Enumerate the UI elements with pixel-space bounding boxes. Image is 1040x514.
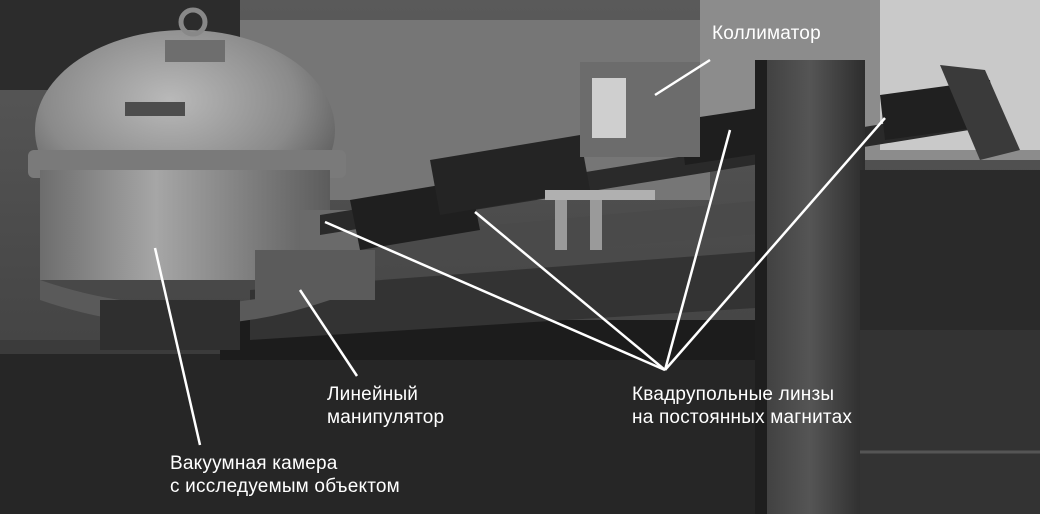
lifting-eye [178, 7, 208, 37]
pillar-side [755, 60, 767, 514]
end-bracket [940, 65, 1020, 160]
collimator-plate [592, 78, 626, 138]
leader-quad-3 [663, 129, 732, 371]
label-linear-manipulator: Линейный манипулятор [327, 383, 444, 429]
chamber-neck [165, 40, 225, 62]
leader-collimator [654, 58, 711, 97]
leader-quad-2 [474, 211, 666, 371]
chamber-port [125, 102, 185, 116]
right-floor [860, 330, 1040, 514]
right-cabinet [860, 170, 1040, 330]
label-collimator: Коллиматор [712, 23, 821, 44]
collimator-stand-right [590, 195, 602, 250]
label-linear-manipulator-line-1: Линейный [327, 384, 419, 405]
label-vacuum-chamber: Вакуумная камера с исследуемым объектом [170, 452, 400, 498]
steel-pillar [755, 60, 865, 514]
leader-manipulator [298, 289, 359, 377]
leader-lines [153, 58, 886, 446]
chamber-support [100, 300, 240, 350]
leader-chamber [153, 247, 202, 446]
collimator-base [545, 190, 655, 200]
label-vacuum-chamber-line-1: Вакуумная камера [170, 453, 338, 474]
label-quadrupole-lenses-line-1: Квадрупольные линзы [632, 384, 835, 405]
label-vacuum-chamber-line-2: с исследуемым объектом [170, 476, 400, 497]
label-linear-manipulator-line-2: манипулятор [327, 407, 445, 428]
leader-quad-1 [324, 220, 666, 372]
collimator-stand-left [555, 195, 567, 250]
label-quadrupole-lenses-line-2: на постоянных магнитах [632, 407, 853, 428]
leader-quad-4 [664, 117, 886, 371]
manipulator-box [255, 250, 375, 300]
label-quadrupole-lenses: Квадрупольные линзы на постоянных магнит… [632, 383, 852, 429]
